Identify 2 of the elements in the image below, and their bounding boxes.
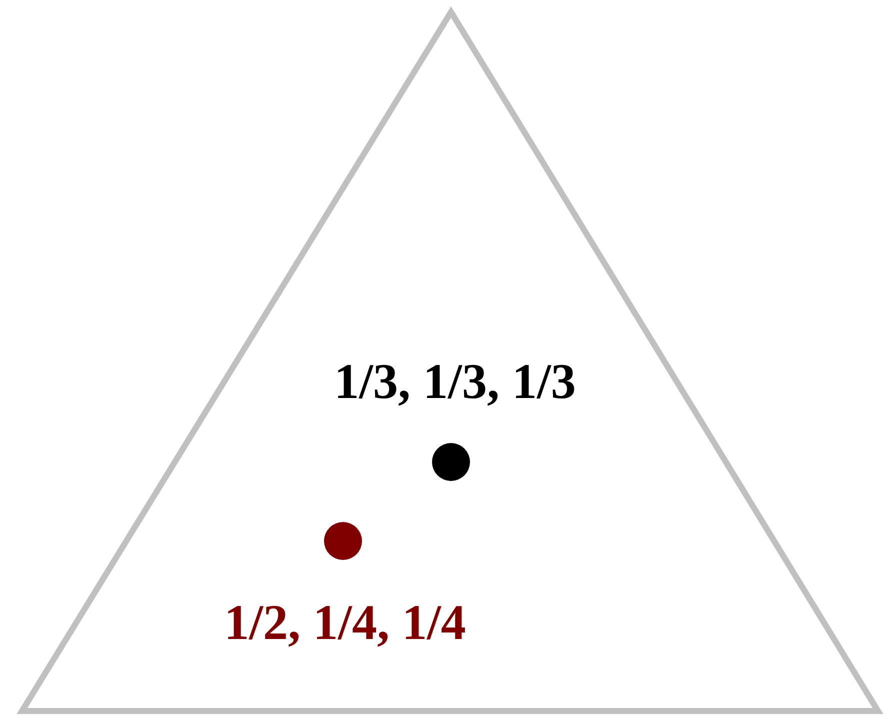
point-label: 1/3, 1/3, 1/3	[334, 356, 576, 406]
point-label: 1/2, 1/4, 1/4	[224, 597, 466, 647]
